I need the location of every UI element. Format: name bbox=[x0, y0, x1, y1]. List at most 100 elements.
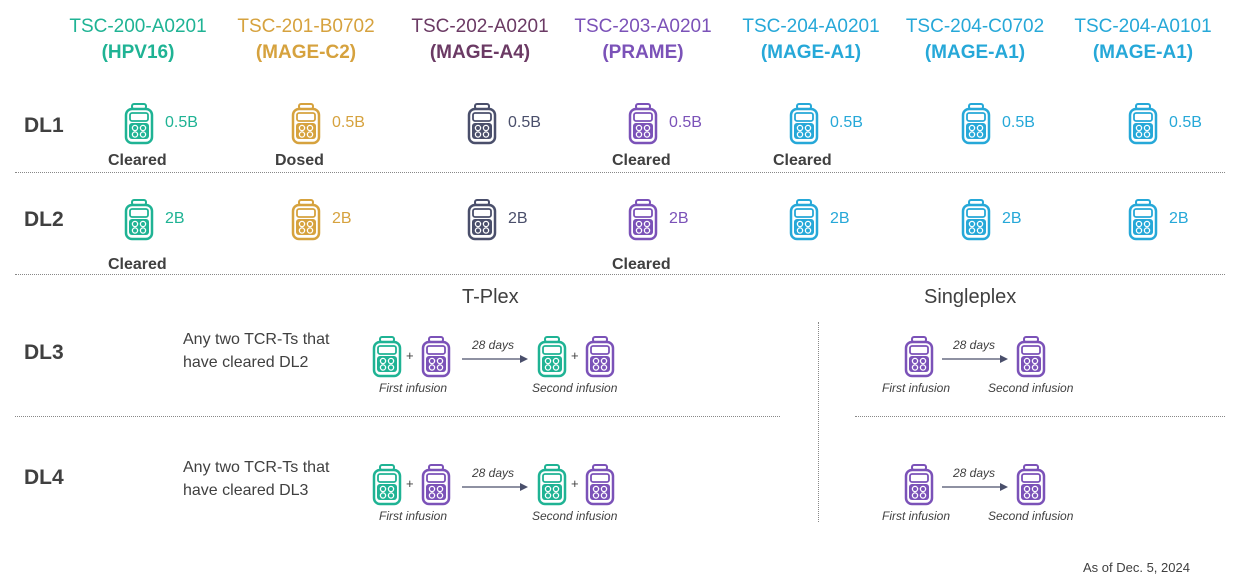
column-header-7: TSC-204-A0101 (MAGE-A1) bbox=[1058, 14, 1228, 66]
cell-bag-icon bbox=[628, 199, 658, 241]
dose-value: 2B bbox=[332, 210, 352, 227]
plus-sign: + bbox=[571, 348, 579, 363]
dl3-description-line1: Any two TCR-Ts that bbox=[183, 331, 330, 348]
column-header-2: TSC-201-B0702 (MAGE-C2) bbox=[221, 14, 391, 66]
row-label-dl1: DL1 bbox=[24, 114, 64, 137]
dose-value: 2B bbox=[669, 210, 689, 227]
dose-value: 2B bbox=[165, 210, 185, 227]
dose-value: 0.5B bbox=[332, 114, 365, 131]
first-infusion-label: First infusion bbox=[882, 509, 951, 523]
cell-bag-icon bbox=[628, 103, 658, 145]
product-name: TSC-204-A0101 bbox=[1074, 16, 1212, 37]
first-infusion-label: First infusion bbox=[379, 381, 448, 395]
dl4-description-line1: Any two TCR-Ts that bbox=[183, 459, 330, 476]
status-label: Cleared bbox=[773, 152, 832, 169]
section-divider bbox=[818, 322, 819, 522]
product-name: TSC-203-A0201 bbox=[574, 16, 712, 37]
plus-sign: + bbox=[406, 348, 414, 363]
dl3-description: Any two TCR-Ts that have cleared DL2 bbox=[183, 328, 329, 374]
column-header-6: TSC-204-C0702 (MAGE-A1) bbox=[890, 14, 1060, 66]
cell-bag-icon bbox=[789, 199, 819, 241]
second-infusion-label: Second infusion bbox=[532, 381, 618, 395]
singleplex-first-bag-icon bbox=[904, 336, 934, 378]
target-antigen: (MAGE-C2) bbox=[255, 42, 357, 63]
cell-bag-icon bbox=[467, 103, 497, 145]
tplex-first-bag-b-icon bbox=[421, 464, 451, 506]
target-antigen: (MAGE-A1) bbox=[924, 42, 1026, 63]
dose-value: 0.5B bbox=[508, 114, 541, 131]
interval-arrow-icon bbox=[942, 479, 1008, 497]
tplex-first-bag-b-icon bbox=[421, 336, 451, 378]
second-infusion-label: Second infusion bbox=[988, 509, 1074, 523]
interval-label: 28 days bbox=[472, 466, 515, 480]
singleplex-second-bag-icon bbox=[1016, 464, 1046, 506]
cell-bag-icon bbox=[467, 199, 497, 241]
tplex-second-bag-b-icon bbox=[585, 464, 615, 506]
dose-value: 2B bbox=[508, 210, 528, 227]
tplex-second-bag-a-icon bbox=[537, 464, 567, 506]
cell-bag-icon bbox=[1128, 103, 1158, 145]
interval-label: 28 days bbox=[472, 338, 515, 352]
column-header-1: TSC-200-A0201 (HPV16) bbox=[53, 14, 223, 66]
interval-label: 28 days bbox=[953, 466, 996, 480]
divider-dl2 bbox=[15, 274, 1225, 275]
target-antigen: (HPV16) bbox=[101, 42, 175, 63]
as-of-date: As of Dec. 5, 2024 bbox=[1083, 560, 1190, 575]
cell-bag-icon bbox=[789, 103, 819, 145]
target-antigen: (MAGE-A1) bbox=[1092, 42, 1194, 63]
singleplex-second-bag-icon bbox=[1016, 336, 1046, 378]
dose-value: 0.5B bbox=[1169, 114, 1202, 131]
product-name: TSC-201-B0702 bbox=[237, 16, 375, 37]
status-label: Cleared bbox=[108, 256, 167, 273]
cell-bag-icon bbox=[124, 199, 154, 241]
cell-bag-icon bbox=[961, 199, 991, 241]
product-name: TSC-204-C0702 bbox=[905, 16, 1045, 37]
status-label: Cleared bbox=[612, 256, 671, 273]
divider-dl1 bbox=[15, 172, 1225, 173]
row-label-dl2: DL2 bbox=[24, 208, 64, 231]
dl3-description-line2: have cleared DL2 bbox=[183, 354, 309, 371]
tplex-second-bag-a-icon bbox=[537, 336, 567, 378]
tplex-second-bag-b-icon bbox=[585, 336, 615, 378]
interval-arrow-icon bbox=[942, 351, 1008, 369]
first-infusion-label: First infusion bbox=[882, 381, 951, 395]
interval-arrow-icon bbox=[462, 351, 528, 369]
divider-dl3-tplex bbox=[15, 416, 780, 417]
plus-sign: + bbox=[406, 476, 414, 491]
dl4-description: Any two TCR-Ts that have cleared DL3 bbox=[183, 456, 329, 502]
target-antigen: (PRAME) bbox=[602, 42, 684, 63]
tplex-first-bag-a-icon bbox=[372, 464, 402, 506]
interval-label: 28 days bbox=[953, 338, 996, 352]
section-title-singleplex: Singleplex bbox=[924, 286, 1017, 308]
column-header-3: TSC-202-A0201 (MAGE-A4) bbox=[395, 14, 565, 66]
status-label: Cleared bbox=[108, 152, 167, 169]
column-header-4: TSC-203-A0201 (PRAME) bbox=[558, 14, 728, 66]
product-name: TSC-204-A0201 bbox=[742, 16, 880, 37]
row-label-dl3: DL3 bbox=[24, 341, 64, 364]
status-label: Cleared bbox=[612, 152, 671, 169]
interval-arrow-icon bbox=[462, 479, 528, 497]
dl4-description-line2: have cleared DL3 bbox=[183, 482, 309, 499]
cell-bag-icon bbox=[291, 103, 321, 145]
cell-bag-icon bbox=[1128, 199, 1158, 241]
product-name: TSC-200-A0201 bbox=[69, 16, 207, 37]
second-infusion-label: Second infusion bbox=[532, 509, 618, 523]
column-header-5: TSC-204-A0201 (MAGE-A1) bbox=[726, 14, 896, 66]
section-title-tplex: T-Plex bbox=[462, 286, 519, 308]
target-antigen: (MAGE-A1) bbox=[760, 42, 862, 63]
singleplex-first-bag-icon bbox=[904, 464, 934, 506]
cell-bag-icon bbox=[124, 103, 154, 145]
dose-value: 0.5B bbox=[669, 114, 702, 131]
cell-bag-icon bbox=[291, 199, 321, 241]
dose-value: 0.5B bbox=[165, 114, 198, 131]
dose-value: 2B bbox=[1002, 210, 1022, 227]
target-antigen: (MAGE-A4) bbox=[429, 42, 531, 63]
plus-sign: + bbox=[571, 476, 579, 491]
dose-value: 2B bbox=[1169, 210, 1189, 227]
first-infusion-label: First infusion bbox=[379, 509, 448, 523]
product-name: TSC-202-A0201 bbox=[411, 16, 549, 37]
tplex-first-bag-a-icon bbox=[372, 336, 402, 378]
dose-value: 0.5B bbox=[1002, 114, 1035, 131]
dose-value: 0.5B bbox=[830, 114, 863, 131]
second-infusion-label: Second infusion bbox=[988, 381, 1074, 395]
